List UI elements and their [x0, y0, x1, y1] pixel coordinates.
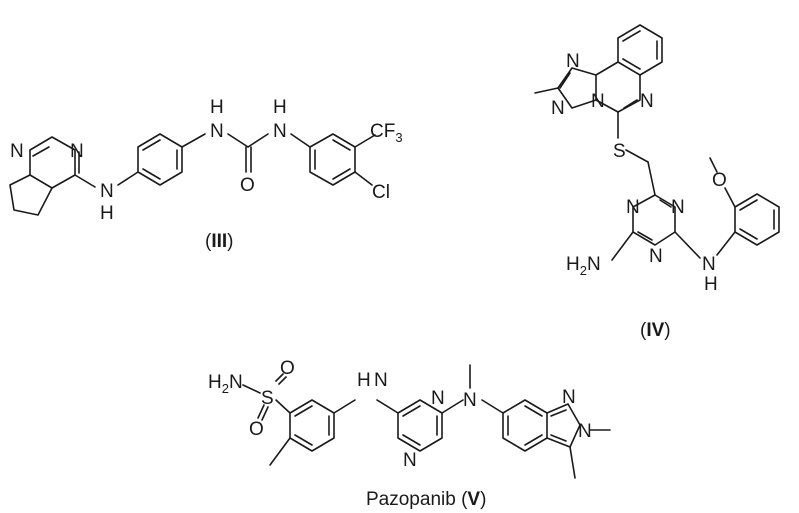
atom-s: S: [261, 388, 274, 409]
atom-s: S: [613, 141, 626, 162]
atom-h: H: [100, 203, 114, 224]
compound-IV: N N N N S O N N N H2N N H (IV): [534, 24, 780, 341]
atom-n: N: [562, 387, 576, 408]
atom-n: N: [671, 197, 685, 218]
atom-o: O: [240, 175, 255, 196]
atom-n: N: [431, 388, 445, 409]
compound-V: H2N S O O H N N N N N N Pazopanib (V): [208, 358, 611, 510]
atom-h: H: [704, 274, 718, 295]
compound-IV-label: (IV): [640, 320, 671, 341]
compound-III-bonds: [9, 133, 376, 216]
atom-n: N: [649, 246, 663, 267]
atom-h: H: [273, 97, 287, 118]
compound-IV-atoms: N N N N S O N N N H2N N H: [551, 51, 727, 295]
atom-n: N: [70, 141, 84, 162]
atom-n: N: [640, 91, 654, 112]
atom-n: N: [10, 141, 24, 162]
compound-V-bonds: [242, 364, 611, 479]
atom-n: N: [463, 390, 477, 411]
atom-h: H: [210, 97, 224, 118]
atom-n: N: [100, 181, 114, 202]
compound-III-label: (III): [205, 231, 234, 252]
atom-n: N: [626, 197, 640, 218]
compound-III-atoms: N N N H H N H N O CF3 Cl: [10, 97, 403, 224]
atom-n: N: [403, 450, 417, 471]
atom-n: N: [702, 254, 716, 275]
atom-o: O: [280, 358, 295, 379]
atom-n: N: [374, 370, 388, 391]
atom-n: N: [273, 121, 287, 142]
group-nh2: H2N: [566, 254, 601, 278]
compound-V-label: Pazopanib (V): [366, 489, 486, 510]
atom-o: O: [249, 419, 264, 440]
atom-h: H: [357, 370, 371, 391]
compound-III: N N N H H N H N O CF3 Cl (III): [9, 97, 403, 252]
atom-n: N: [578, 421, 592, 442]
atom-o: O: [712, 170, 727, 191]
group-cf3: CF3: [370, 121, 403, 145]
atom-n: N: [551, 98, 565, 119]
atom-cl: Cl: [372, 182, 390, 203]
group-h2n: H2N: [208, 372, 243, 396]
atom-n: N: [591, 91, 605, 112]
compound-IV-bonds: [534, 24, 780, 261]
atom-n: N: [566, 51, 580, 72]
atom-n: N: [210, 121, 224, 142]
compound-V-atoms: H2N S O O H N N N N N N: [208, 358, 592, 471]
